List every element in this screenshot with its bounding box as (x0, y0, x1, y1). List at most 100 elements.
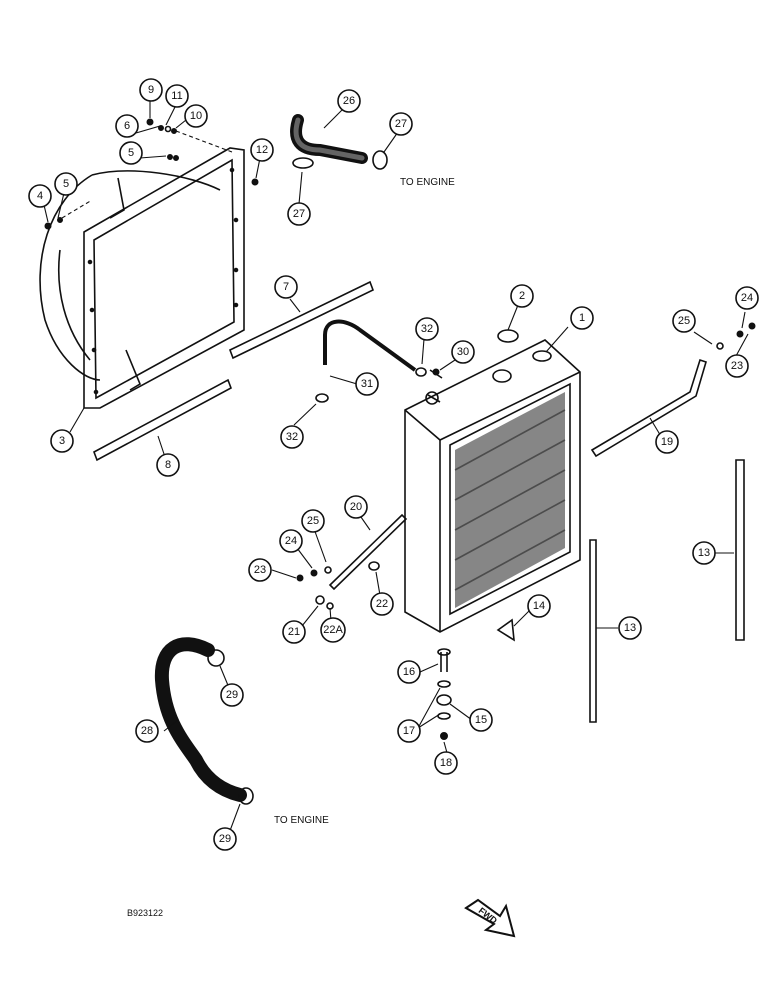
callout-32-lower: 32 (280, 425, 304, 449)
leader-lines (43, 101, 749, 837)
svg-text:4: 4 (37, 190, 43, 202)
callout-14: 14 (527, 594, 551, 618)
callout-27-right: 27 (389, 112, 413, 136)
callout-23-left: 23 (248, 558, 272, 582)
callout-4: 4 (28, 184, 52, 208)
callout-24-right: 24 (735, 286, 759, 310)
svg-text:27: 27 (395, 118, 407, 130)
radiator-mount (436, 648, 452, 740)
overflow-tube (315, 319, 443, 403)
svg-text:3: 3 (59, 435, 65, 447)
callout-3: 3 (50, 429, 74, 453)
callout-15: 15 (469, 708, 493, 732)
svg-text:5: 5 (63, 178, 69, 190)
callout-24-left: 24 (279, 529, 303, 553)
radiator-core (404, 329, 581, 633)
callout-11: 11 (165, 84, 189, 108)
callout-7: 7 (274, 275, 298, 299)
support-rod-19 (590, 358, 707, 458)
callout-5-top: 5 (119, 141, 143, 165)
svg-text:13: 13 (624, 622, 636, 634)
svg-text:10: 10 (190, 110, 202, 122)
svg-text:23: 23 (731, 360, 743, 372)
callout-29-upper: 29 (220, 683, 244, 707)
support-rod-20 (328, 513, 408, 591)
callout-22: 22 (370, 592, 394, 616)
svg-text:5: 5 (128, 147, 134, 159)
svg-text:17: 17 (403, 725, 415, 737)
callout-10: 10 (184, 104, 208, 128)
svg-text:32: 32 (421, 323, 433, 335)
callout-25-left: 25 (301, 509, 325, 533)
callout-25-right: 25 (672, 309, 696, 333)
callout-6: 6 (115, 114, 139, 138)
rod-hardware (296, 322, 756, 642)
callout-31: 31 (355, 372, 379, 396)
svg-text:26: 26 (343, 95, 355, 107)
callout-12: 12 (250, 138, 274, 162)
seal-strip-lower (93, 378, 232, 462)
svg-text:15: 15 (475, 714, 487, 726)
callout-29-lower: 29 (213, 827, 237, 851)
svg-text:29: 29 (219, 833, 231, 845)
lower-hose (154, 637, 254, 805)
callout-1: 1 (570, 306, 594, 330)
callout-21: 21 (282, 620, 306, 644)
callout-5-left: 5 (54, 172, 78, 196)
callout-27-left: 27 (287, 202, 311, 226)
callout-13-left: 13 (618, 616, 642, 640)
callout-26: 26 (337, 89, 361, 113)
svg-text:23: 23 (254, 564, 266, 576)
seal-strip-upper (228, 280, 375, 360)
support-rod-13-right (735, 459, 745, 641)
callout-17: 17 (397, 719, 421, 743)
svg-text:7: 7 (283, 281, 289, 293)
callout-16: 16 (397, 660, 421, 684)
callout-8: 8 (156, 453, 180, 477)
svg-text:18: 18 (440, 757, 452, 769)
svg-text:22: 22 (376, 598, 388, 610)
svg-text:25: 25 (307, 515, 319, 527)
svg-text:25: 25 (678, 315, 690, 327)
svg-text:12: 12 (256, 144, 268, 156)
callout-2: 2 (510, 284, 534, 308)
svg-text:1: 1 (579, 312, 585, 324)
svg-text:13: 13 (698, 547, 710, 559)
callout-20: 20 (344, 495, 368, 519)
callout-30: 30 (451, 340, 475, 364)
to-engine-upper: TO ENGINE (400, 177, 455, 188)
callout-28: 28 (135, 719, 159, 743)
to-engine-lower: TO ENGINE (274, 815, 329, 826)
svg-text:29: 29 (226, 689, 238, 701)
upper-hose (290, 114, 388, 170)
callout-13-right: 13 (692, 541, 716, 565)
svg-text:14: 14 (533, 600, 545, 612)
svg-text:22A: 22A (323, 624, 343, 636)
svg-text:9: 9 (148, 84, 154, 96)
svg-text:24: 24 (285, 535, 297, 547)
callout-32-upper: 32 (415, 317, 439, 341)
svg-text:2: 2 (519, 290, 525, 302)
callout-9: 9 (139, 78, 163, 102)
shroud-hardware (44, 118, 259, 230)
callout-23-right: 23 (725, 354, 749, 378)
callout-22a: 22A (320, 617, 346, 643)
svg-text:11: 11 (171, 90, 182, 102)
svg-text:6: 6 (124, 120, 130, 132)
svg-text:20: 20 (350, 501, 362, 513)
support-rod-13-left (589, 539, 597, 723)
svg-text:19: 19 (661, 436, 673, 448)
svg-text:24: 24 (741, 292, 753, 304)
fwd-arrow-icon: FWD (464, 898, 516, 938)
callout-18: 18 (434, 751, 458, 775)
svg-text:30: 30 (457, 346, 469, 358)
svg-text:28: 28 (141, 725, 153, 737)
svg-text:8: 8 (165, 459, 171, 471)
svg-text:31: 31 (361, 378, 373, 390)
figure-code: B923122 (127, 908, 163, 918)
svg-text:16: 16 (403, 666, 415, 678)
svg-text:27: 27 (293, 208, 305, 220)
svg-text:21: 21 (288, 626, 300, 638)
callout-19: 19 (655, 430, 679, 454)
